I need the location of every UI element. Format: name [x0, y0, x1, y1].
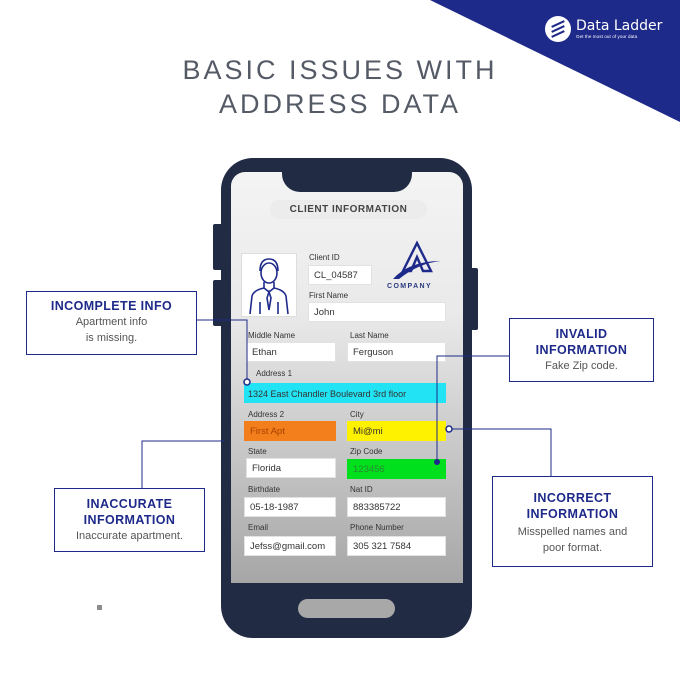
phone-button-left-2 — [213, 280, 223, 326]
callout-invalid-title-2: INFORMATION — [535, 343, 628, 357]
client-id-field[interactable]: CL_04587 — [308, 265, 372, 285]
callout-invalid-title-1: INVALID — [555, 327, 608, 341]
callout-incomplete-body-2: is missing. — [85, 332, 138, 344]
city-field[interactable]: Mi@mi — [347, 421, 446, 441]
callout-incorrect-body-1: Misspelled names and — [517, 526, 628, 538]
zip-field[interactable]: 123456 — [347, 459, 446, 479]
callout-incorrect-title-1: INCORRECT — [533, 491, 612, 505]
avatar — [241, 253, 297, 317]
first-name-label: First Name — [309, 291, 349, 300]
client-info-header: CLIENT INFORMATION — [270, 200, 427, 219]
title-line-1: BASIC ISSUES WITH — [182, 55, 498, 85]
callout-incorrect-body-2: poor format. — [542, 542, 603, 554]
callout-invalid-body: Fake Zip code. — [545, 360, 618, 372]
address2-label: Address 2 — [248, 410, 285, 419]
home-button[interactable] — [298, 599, 395, 618]
callout-inaccurate-information: INACCURATE INFORMATION Inaccurate apartm… — [54, 488, 205, 552]
nat-id-field[interactable]: 883385722 — [347, 497, 446, 517]
marker-city — [445, 425, 453, 433]
callout-invalid-information: INVALID INFORMATION Fake Zip code. — [509, 318, 654, 382]
connector-incorrect — [450, 428, 552, 476]
email-label: Email — [248, 523, 269, 532]
company-name: COMPANY — [387, 283, 433, 290]
middle-name-label: Middle Name — [248, 331, 296, 340]
callout-inaccurate-title-1: INACCURATE — [86, 497, 173, 511]
callout-incomplete-body-1: Apartment info — [75, 316, 148, 328]
ladder-icon — [545, 16, 571, 42]
first-name-field[interactable]: John — [308, 302, 446, 322]
callout-incorrect-title-2: INFORMATION — [526, 507, 619, 521]
address1-field[interactable]: 1324 East Chandler Boulevard 3rd floor — [244, 383, 446, 403]
phone-button-right — [470, 268, 478, 330]
state-field[interactable]: Florida — [246, 458, 336, 478]
marker-zip — [434, 459, 440, 465]
callout-incorrect-information: INCORRECT INFORMATION Misspelled names a… — [492, 476, 653, 567]
person-icon — [249, 258, 289, 315]
state-label: State — [248, 447, 267, 456]
phone-button-left-1 — [213, 224, 223, 270]
zip-label: Zip Code — [350, 447, 383, 456]
callout-inaccurate-title-2: INFORMATION — [83, 513, 176, 527]
connector-invalid — [436, 355, 510, 459]
address1-label: Address 1 — [256, 369, 293, 378]
brand-name: Data Ladder — [576, 17, 663, 34]
phone-label: Phone Number — [350, 523, 404, 532]
birthdate-field[interactable]: 05-18-1987 — [244, 497, 336, 517]
marker-address1 — [243, 378, 251, 386]
birthdate-label: Birthdate — [248, 485, 281, 494]
phone-field[interactable]: 305 321 7584 — [347, 536, 446, 556]
callout-inaccurate-body: Inaccurate apartment. — [75, 530, 183, 542]
callout-incomplete-title: INCOMPLETE INFO — [50, 299, 173, 313]
callout-incomplete-info: INCOMPLETE INFO Apartment info is missin… — [26, 291, 197, 355]
email-field[interactable]: Jefss@gmail.com — [244, 536, 336, 556]
phone-notch — [282, 170, 412, 192]
nat-id-label: Nat ID — [350, 485, 373, 494]
last-name-label: Last Name — [350, 331, 389, 340]
brand-tagline: Get the most out of your data — [576, 33, 638, 39]
last-name-field[interactable]: Ferguson — [347, 342, 446, 362]
page-title: BASIC ISSUES WITH ADDRESS DATA — [0, 53, 680, 121]
connector-inaccurate — [141, 440, 224, 488]
brand-logo[interactable]: Data Ladder Get the most out of your dat… — [545, 16, 662, 42]
city-label: City — [350, 410, 364, 419]
client-id-label: Client ID — [309, 253, 340, 262]
title-line-2: ADDRESS DATA — [218, 89, 462, 119]
company-logo-icon — [393, 240, 441, 279]
decorative-square — [97, 605, 102, 610]
connector-incomplete — [197, 319, 248, 381]
address2-field[interactable]: First Apt — [244, 421, 336, 441]
